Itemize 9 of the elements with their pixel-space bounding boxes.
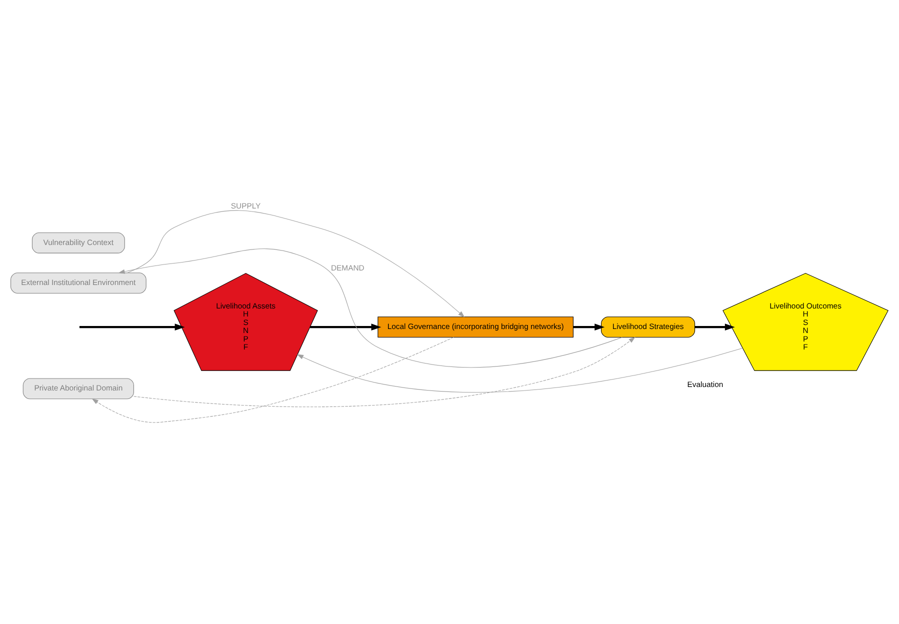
- arrow: [310, 323, 382, 330]
- arrow: [134, 336, 636, 407]
- arrow: [296, 347, 743, 392]
- arrow: [79, 323, 185, 330]
- arrow: [126, 210, 465, 317]
- arrow: [573, 323, 605, 330]
- arrow: [92, 336, 454, 422]
- arrow: [694, 323, 735, 330]
- arrow: [118, 248, 622, 368]
